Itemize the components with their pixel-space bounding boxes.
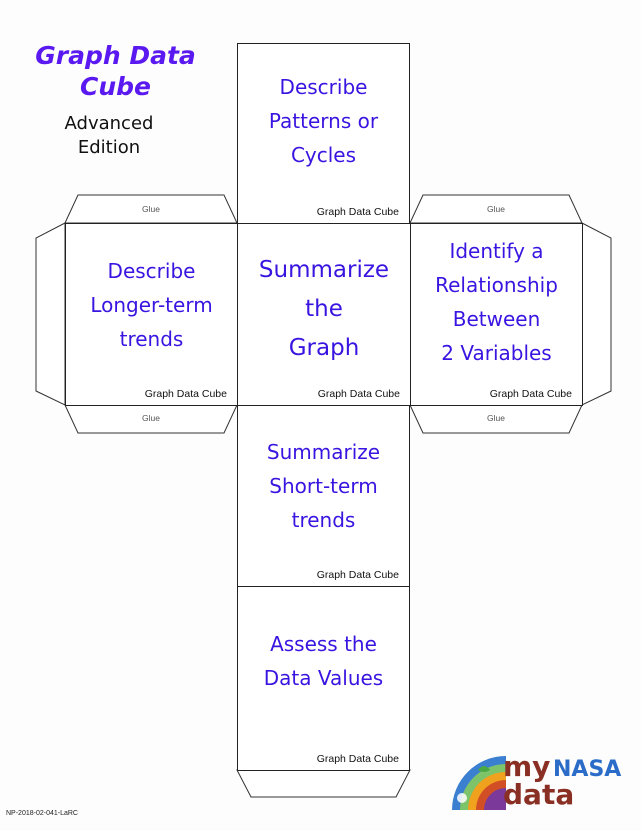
face-right-line-3: Between — [452, 307, 541, 331]
face-left-line-2: Longer-term — [90, 293, 213, 317]
face-lower-line-2: Short-term — [269, 474, 378, 498]
edition-label: Advanced Edition — [50, 112, 168, 160]
face-top-label: Graph Data Cube — [316, 206, 399, 218]
document-code: NP-2018-02-041-LaRC — [6, 810, 78, 817]
bottom-tab — [236, 769, 411, 798]
face-center-line-2: the — [305, 296, 343, 322]
glue-label-right-bottom: Glue — [487, 413, 505, 423]
logo-data: data — [503, 778, 575, 811]
face-bottom-label: Graph Data Cube — [316, 753, 399, 765]
face-right-text: Identify a Relationship Between 2 Variab… — [411, 234, 582, 370]
edition-line-2: Edition — [77, 137, 141, 158]
face-left-line-1: Describe — [107, 259, 196, 283]
face-lower: Summarize Short-term trends Graph Data C… — [237, 405, 410, 587]
glue-label-left-bottom: Glue — [142, 413, 160, 423]
face-center-label: Graph Data Cube — [317, 388, 400, 400]
glue-label-right-top: Glue — [487, 204, 505, 214]
face-center: Summarize the Graph Graph Data Cube — [237, 223, 411, 406]
face-lower-line-1: Summarize — [266, 440, 381, 464]
page-title: Graph Data Cube — [28, 40, 203, 102]
title-line-2: Cube — [80, 72, 151, 101]
face-bottom-line-2: Data Values — [263, 666, 384, 690]
face-right-line-1: Identify a — [449, 239, 544, 263]
side-tab-left — [35, 222, 66, 406]
face-right: Identify a Relationship Between 2 Variab… — [410, 223, 583, 406]
face-left-line-3: trends — [119, 327, 184, 351]
face-top-text: Describe Patterns or Cycles — [238, 70, 409, 172]
title-line-1: Graph Data — [35, 41, 196, 70]
face-lower-label: Graph Data Cube — [316, 569, 399, 581]
logo-nasa: NASA — [553, 757, 622, 782]
my-nasa-data-logo: my NASA data — [448, 752, 633, 812]
face-center-line-1: Summarize — [258, 257, 390, 283]
face-center-text: Summarize the Graph — [238, 251, 410, 368]
face-right-line-2: Relationship — [435, 273, 558, 297]
face-bottom-text: Assess the Data Values — [238, 627, 409, 695]
logo-my: my — [503, 750, 551, 783]
face-right-label: Graph Data Cube — [489, 388, 572, 400]
face-top-line-3: Cycles — [290, 143, 357, 167]
face-bottom: Assess the Data Values Graph Data Cube — [237, 586, 410, 771]
logo-earth-icon — [452, 756, 506, 810]
face-lower-text: Summarize Short-term trends — [238, 435, 409, 537]
face-top: Describe Patterns or Cycles Graph Data C… — [237, 43, 410, 224]
side-tab-right — [581, 222, 612, 406]
edition-line-1: Advanced — [64, 113, 154, 134]
face-left-text: Describe Longer-term trends — [66, 254, 237, 356]
face-top-line-2: Patterns or — [268, 109, 379, 133]
face-lower-line-3: trends — [291, 508, 356, 532]
face-left-label: Graph Data Cube — [144, 388, 227, 400]
face-bottom-line-1: Assess the — [270, 632, 377, 656]
face-top-line-1: Describe — [279, 75, 368, 99]
face-right-line-4: 2 Variables — [441, 341, 552, 365]
face-left: Describe Longer-term trends Graph Data C… — [65, 223, 238, 406]
face-center-line-3: Graph — [288, 335, 360, 361]
glue-label-left-top: Glue — [142, 204, 160, 214]
